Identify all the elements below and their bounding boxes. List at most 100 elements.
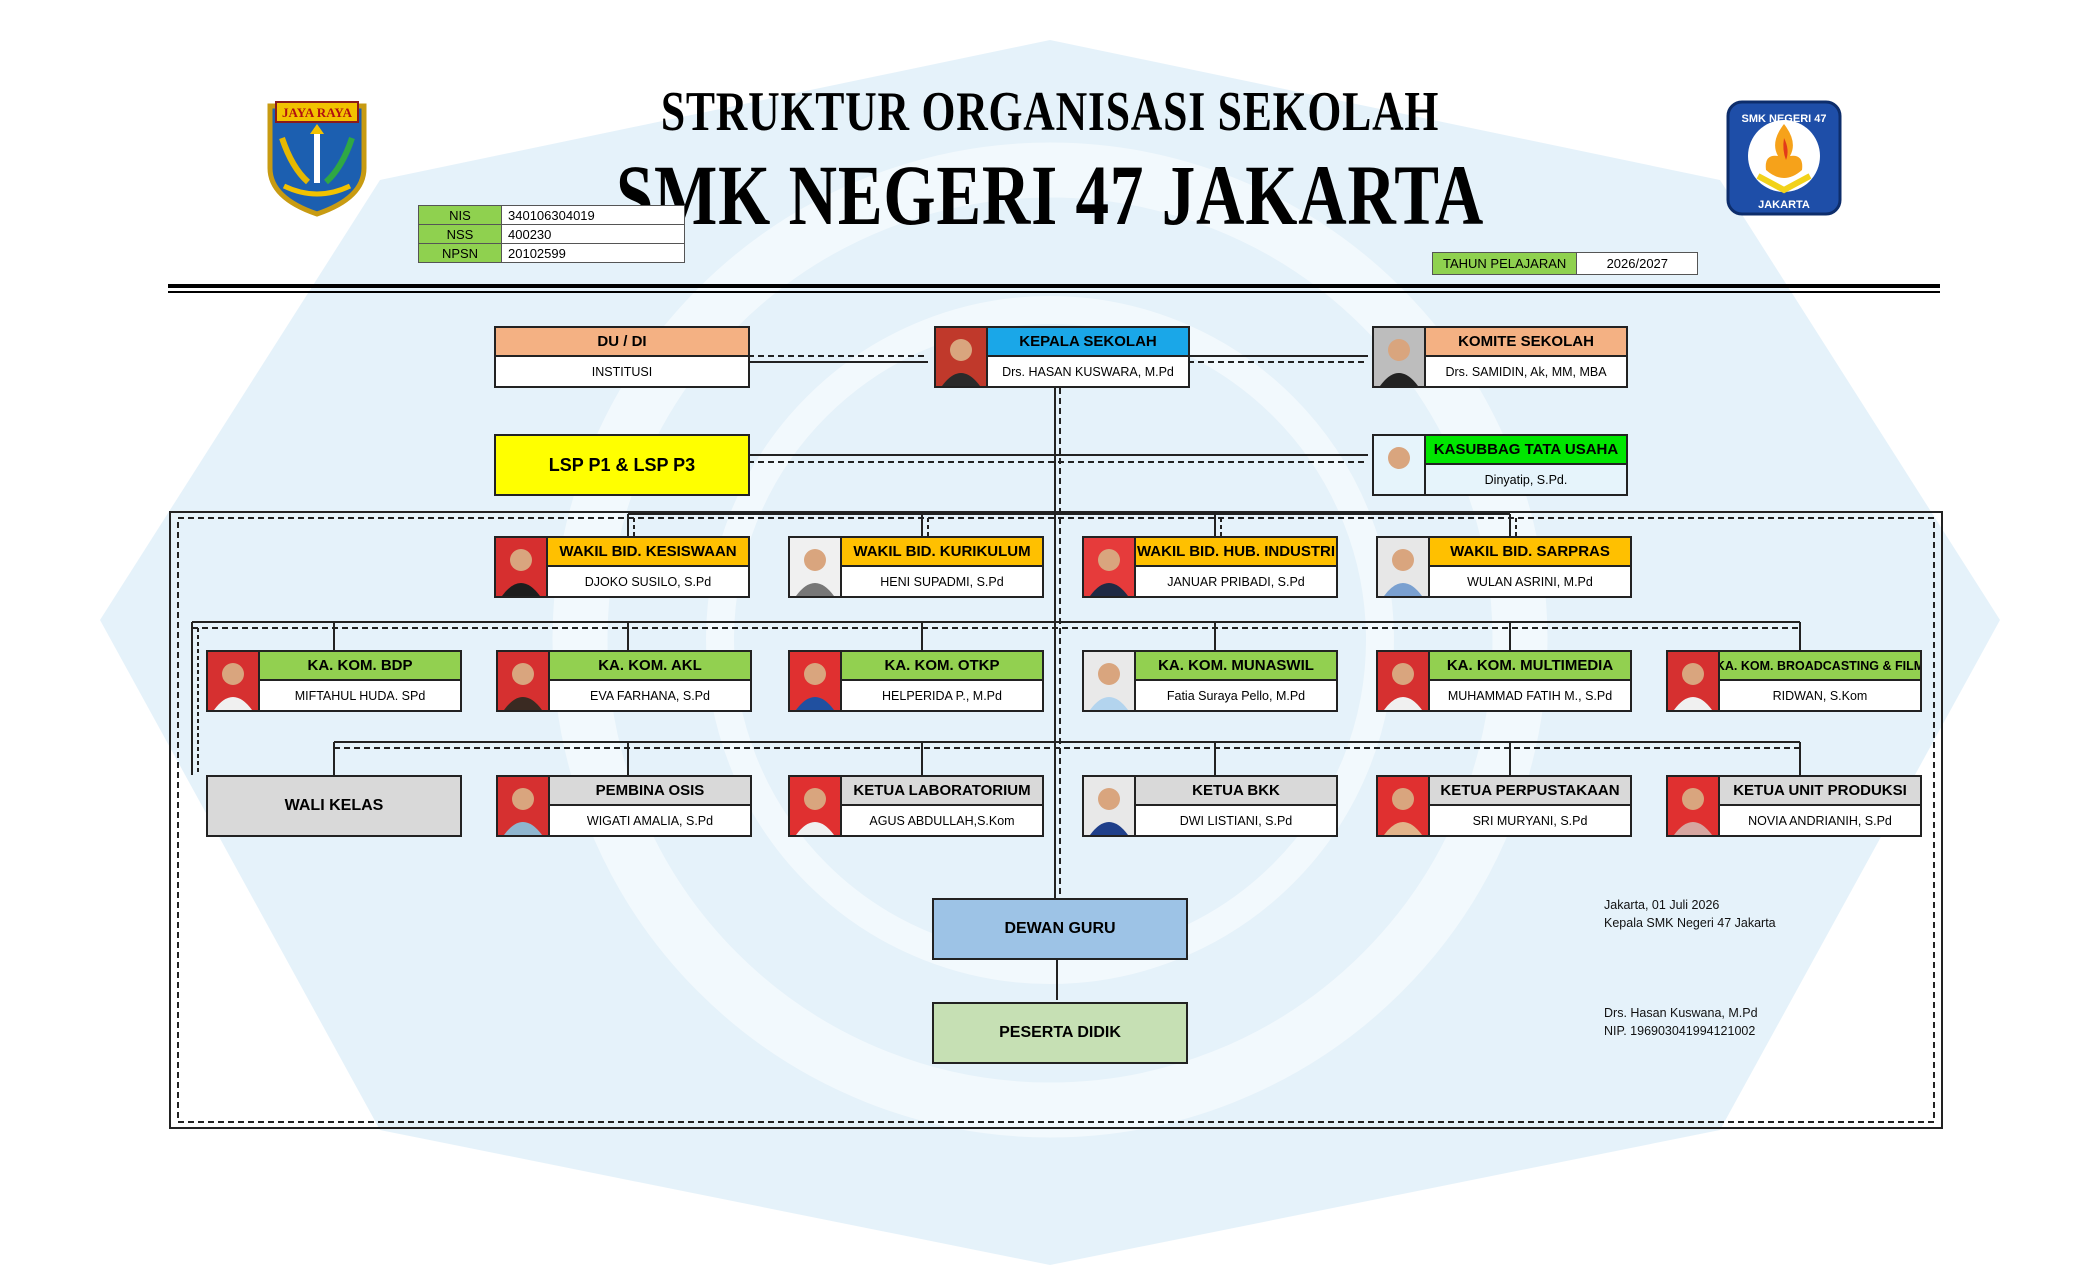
org-box-person-name: Drs. SAMIDIN, Ak, MM, MBA: [1426, 357, 1626, 386]
header-rule-thick: [168, 284, 1940, 288]
org-box-person-name: EVA FARHANA, S.Pd: [550, 681, 750, 710]
org-box-title: WAKIL BID. KESISWAAN: [548, 538, 748, 567]
org-box-title: KETUA LABORATORIUM: [842, 777, 1042, 806]
header-rule-thin: [168, 291, 1940, 293]
person-photo: [498, 652, 550, 710]
org-box-title: KA. KOM. MUNASWIL: [1136, 652, 1336, 681]
signature-position: Kepala SMK Negeri 47 Jakarta: [1604, 916, 1776, 930]
org-box-person-name: AGUS ABDULLAH,S.Kom: [842, 806, 1042, 835]
person-photo: [1668, 777, 1720, 835]
identity-row: NIS 340106304019: [418, 205, 685, 225]
org-box-dewan-guru: DEWAN GURU: [932, 898, 1188, 960]
org-box-title: PEMBINA OSIS: [550, 777, 750, 806]
org-box-title: KA. KOM. BDP: [260, 652, 460, 681]
org-box-person-name: Drs. HASAN KUSWARA, M.Pd: [988, 357, 1188, 386]
academic-year: TAHUN PELAJARAN 2026/2027: [1432, 252, 1699, 275]
person-photo: [496, 538, 548, 596]
svg-text:SMK NEGERI 47: SMK NEGERI 47: [1742, 113, 1827, 125]
signature-nip: NIP. 196903041994121002: [1604, 1024, 1756, 1038]
org-box-title: KASUBBAG TATA USAHA: [1426, 436, 1626, 465]
identity-row: NSS 400230: [418, 224, 685, 244]
org-box-title: KEPALA SEKOLAH: [988, 328, 1188, 357]
title-line-2: SMK NEGERI 47 JAKARTA: [615, 147, 1485, 243]
person-photo: [1378, 777, 1430, 835]
academic-year-value: 2026/2027: [1577, 253, 1698, 274]
org-box-person-name: DJOKO SUSILO, S.Pd: [548, 567, 748, 596]
org-box-person-name: MIFTAHUL HUDA. SPd: [260, 681, 460, 710]
person-photo: [1084, 652, 1136, 710]
jakarta-crest-logo: JAYA RAYA: [267, 101, 367, 217]
person-photo: [1374, 328, 1426, 386]
person-photo: [790, 652, 842, 710]
svg-text:JAKARTA: JAKARTA: [1758, 199, 1810, 211]
org-box-title: KOMITE SEKOLAH: [1426, 328, 1626, 357]
person-photo: [1084, 777, 1136, 835]
org-box-title: WAKIL BID. SARPRAS: [1430, 538, 1630, 567]
org-box-title: KA. KOM. AKL: [550, 652, 750, 681]
identity-key: NPSN: [418, 243, 502, 263]
org-box-title: KA. KOM. MULTIMEDIA: [1430, 652, 1630, 681]
org-box-title: DU / DI: [496, 328, 748, 357]
person-photo: [1084, 538, 1136, 596]
person-photo: [790, 777, 842, 835]
org-box-person-name: SRI MURYANI, S.Pd: [1430, 806, 1630, 835]
org-box-person-name: WIGATI AMALIA, S.Pd: [550, 806, 750, 835]
org-box-lsp: LSP P1 & LSP P3: [494, 434, 750, 496]
org-box-title: WAKIL BID. HUB. INDUSTRI: [1136, 538, 1336, 567]
person-photo: [1378, 538, 1430, 596]
identity-key: NIS: [418, 205, 502, 225]
person-photo: [208, 652, 260, 710]
org-box-person-name: INSTITUSI: [496, 357, 748, 386]
person-photo: [1374, 436, 1426, 494]
org-box-person-name: HELPERIDA P., M.Pd: [842, 681, 1042, 710]
org-box-person-name: DWI LISTIANI, S.Pd: [1136, 806, 1336, 835]
person-photo: [936, 328, 988, 386]
identity-value: 400230: [501, 224, 685, 244]
org-box-title: WAKIL BID. KURIKULUM: [842, 538, 1042, 567]
person-photo: [790, 538, 842, 596]
signature-block: Jakarta, 01 Juli 2026 Kepala SMK Negeri …: [1604, 896, 1776, 932]
org-box-title: KETUA PERPUSTAKAAN: [1430, 777, 1630, 806]
org-box-person-name: NOVIA ANDRIANIH, S.Pd: [1720, 806, 1920, 835]
org-box-person-name: HENI SUPADMI, S.Pd: [842, 567, 1042, 596]
person-photo: [1668, 652, 1720, 710]
org-box-wali-kelas: WALI KELAS: [206, 775, 462, 837]
org-box-person-name: RIDWAN, S.Kom: [1720, 681, 1920, 710]
org-box-title: KETUA UNIT PRODUKSI: [1720, 777, 1920, 806]
person-photo: [498, 777, 550, 835]
signature-name-block: Drs. Hasan Kuswana, M.Pd NIP. 1969030419…: [1604, 1004, 1758, 1040]
org-box-person-name: JANUAR PRIBADI, S.Pd: [1136, 567, 1336, 596]
identity-value: 340106304019: [501, 205, 685, 225]
signature-place-date: Jakarta, 01 Juli 2026: [1604, 898, 1720, 912]
identity-value: 20102599: [501, 243, 685, 263]
org-box-person-name: WULAN ASRINI, M.Pd: [1430, 567, 1630, 596]
identity-row: NPSN 20102599: [418, 243, 685, 263]
org-box-title: KA. KOM. OTKP: [842, 652, 1042, 681]
org-box-peserta-didik: PESERTA DIDIK: [932, 1002, 1188, 1064]
org-box-title: KETUA BKK: [1136, 777, 1336, 806]
signature-name: Drs. Hasan Kuswana, M.Pd: [1604, 1006, 1758, 1020]
org-box-person-name: Fatia Suraya Pello, M.Pd: [1136, 681, 1336, 710]
person-photo: [1378, 652, 1430, 710]
school-identity-table: NIS 340106304019 NSS 400230 NPSN 2010259…: [418, 205, 685, 263]
